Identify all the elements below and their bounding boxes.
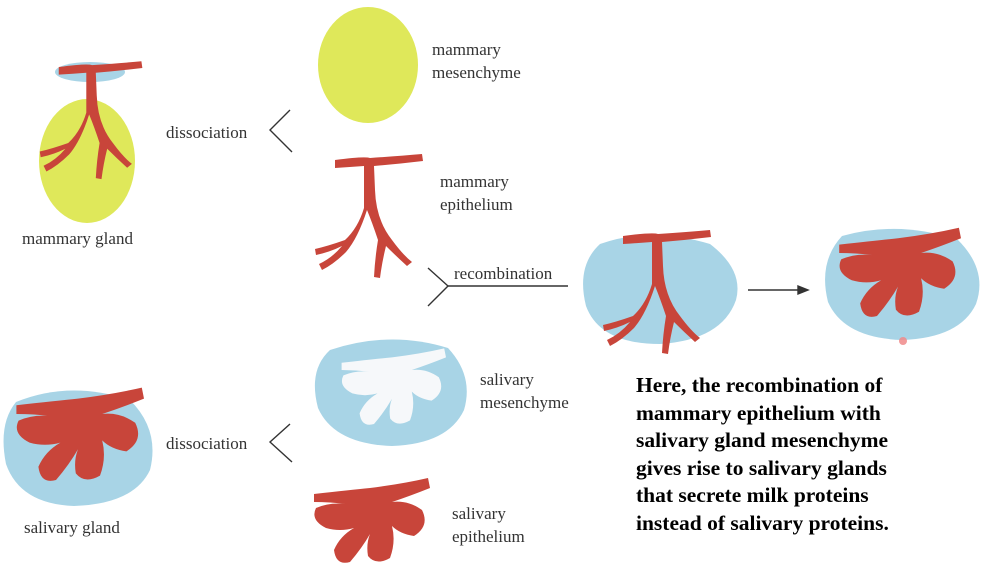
mammary-mesenchyme-illustration <box>318 7 418 123</box>
salivary-mesenchyme-label: salivary mesenchyme <box>480 368 569 414</box>
mammary-epithelium-illustration <box>315 154 423 278</box>
caption-line: salivary gland mesenchyme <box>636 428 889 452</box>
salivary-epithelium-illustration <box>314 478 430 563</box>
caption-line: mammary epithelium with <box>636 400 881 425</box>
caption-line: gives rise to salivary glands <box>636 455 887 480</box>
salivary-mesenchyme-illustration <box>314 339 467 446</box>
salivary-mesenchyme-label-line2: mesenchyme <box>480 393 569 412</box>
recombination-label: recombination <box>454 264 553 283</box>
recombination-bracket <box>427 267 450 307</box>
dissociation-bottom-label: dissociation <box>166 434 248 453</box>
mammary-gland-illustration <box>39 61 143 223</box>
result-arrow-head <box>797 284 810 296</box>
salivary-epithelium-label-line1: salivary <box>452 504 506 523</box>
mammary-epithelium-label-line2: epithelium <box>440 195 513 214</box>
caption-line: that secrete milk proteins <box>636 483 869 507</box>
caption-line: Here, the recombination of <box>636 373 883 397</box>
mammary-mesenchyme-label-line1: mammary <box>432 40 501 59</box>
mammary-epithelium-label-line1: mammary <box>440 172 509 191</box>
dissociation-bottom-bracket <box>268 423 293 463</box>
caption-line: instead of salivary proteins. <box>636 510 889 535</box>
mammary-epithelium-label: mammary epithelium <box>440 170 513 216</box>
recombinant-explant-illustration <box>583 230 738 354</box>
connector-lines <box>268 109 810 463</box>
cursor-dot <box>899 337 907 345</box>
explanation-caption: Here, the recombination of mammary epith… <box>636 372 889 537</box>
mammary-gland-fat-pad <box>39 99 135 223</box>
salivary-gland-label: salivary gland <box>24 518 120 537</box>
dissociation-top-label: dissociation <box>166 123 248 142</box>
salivary-gland-illustration <box>3 387 153 506</box>
mammary-gland-label: mammary gland <box>22 229 133 248</box>
salivary-epithelium-label-line2: epithelium <box>452 527 525 546</box>
mammary-mesenchyme-label-line2: mesenchyme <box>432 63 521 82</box>
salivary-epithelium-label: salivary epithelium <box>452 502 525 548</box>
dissociation-top-bracket <box>269 109 293 153</box>
resulting-gland-illustration <box>825 227 980 340</box>
salivary-mesenchyme-label-line1: salivary <box>480 370 534 389</box>
mammary-mesenchyme-label: mammary mesenchyme <box>432 38 521 84</box>
